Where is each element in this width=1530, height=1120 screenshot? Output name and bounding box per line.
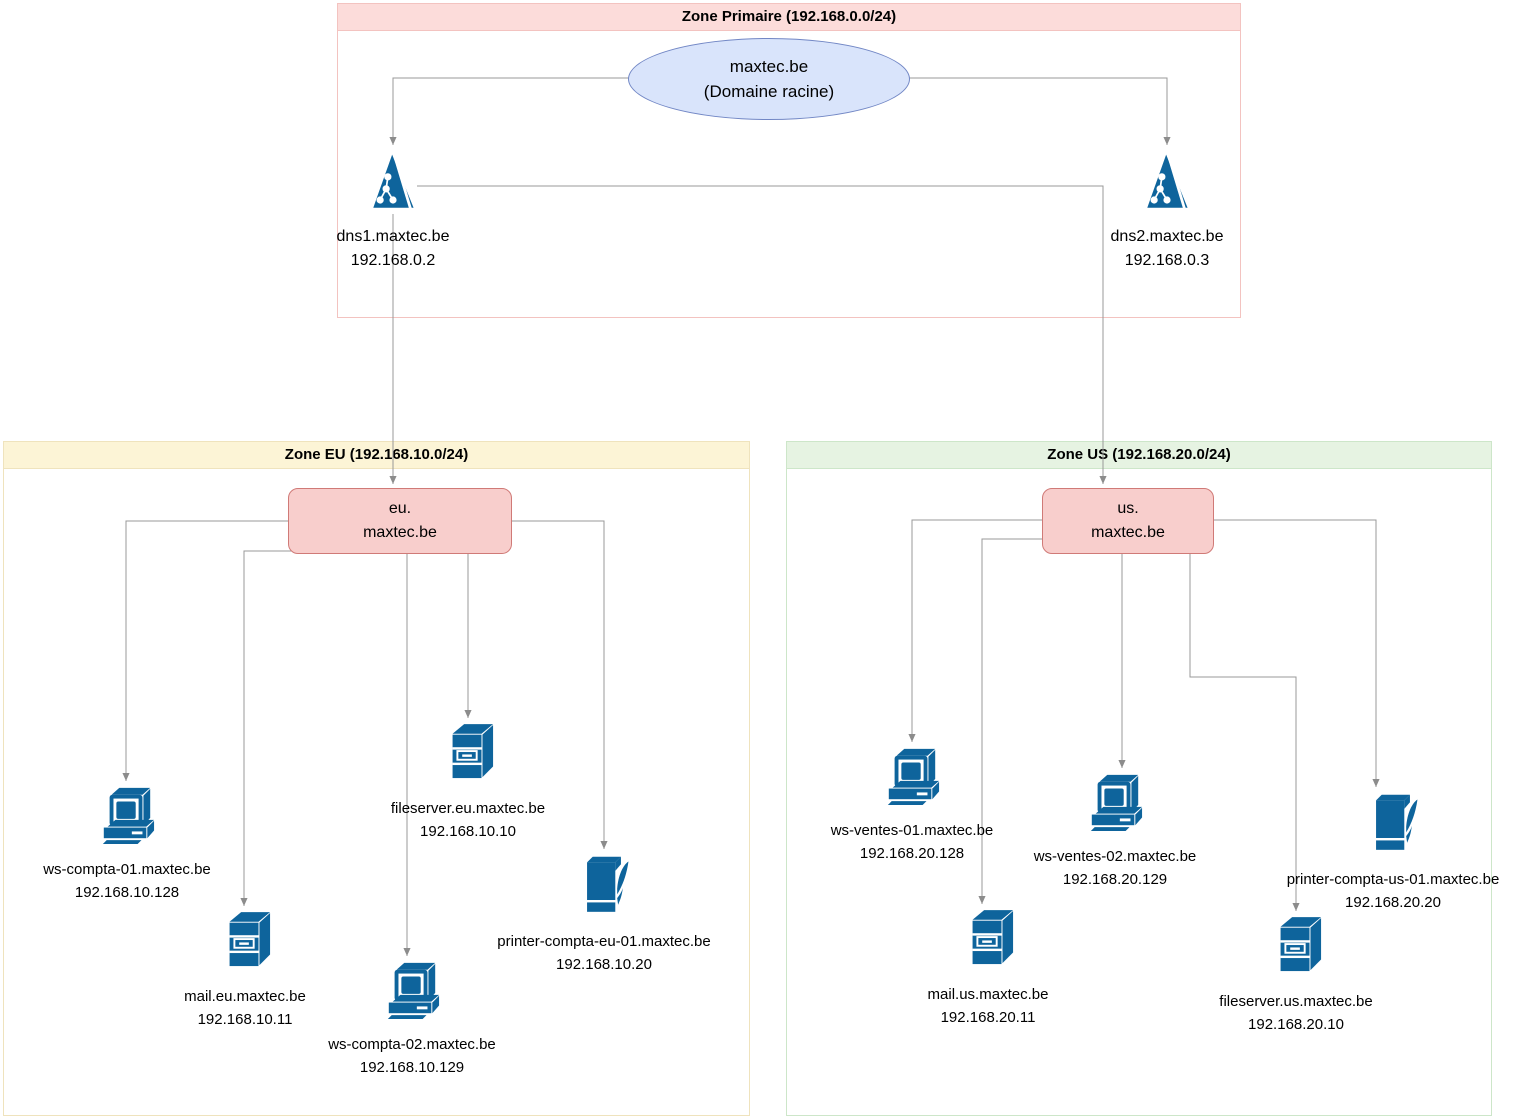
device-hostname: mail.us.maxtec.be: [927, 986, 1049, 1003]
device-node-mail-us[interactable]: mail.us.maxtec.be 192.168.20.11: [838, 908, 1138, 1029]
device-ip: 192.168.10.20: [556, 956, 652, 973]
device-node-fileserver-eu[interactable]: fileserver.eu.maxtec.be 192.168.10.10: [318, 722, 618, 843]
dns2-ip: 192.168.0.3: [1124, 252, 1210, 269]
printer-icon: [1368, 791, 1418, 855]
device-hostname: ws-ventes-01.maxtec.be: [830, 822, 994, 839]
root-domain-subtitle: (Domaine racine): [703, 82, 835, 101]
device-hostname: ws-ventes-02.maxtec.be: [1033, 848, 1197, 865]
dns1-hostname: dns1.maxtec.be: [336, 228, 450, 245]
server-icon: [961, 908, 1015, 970]
zone-primary-header: Zone Primaire (192.168.0.0/24): [338, 4, 1240, 31]
device-hostname: fileserver.us.maxtec.be: [1219, 993, 1373, 1010]
eu-subdomain-line1: eu.: [388, 500, 412, 517]
device-node-ws-ventes-02[interactable]: ws-ventes-02.maxtec.be 192.168.20.129: [965, 772, 1265, 891]
us-subdomain-node[interactable]: us. maxtec.be: [1042, 488, 1214, 554]
device-ip: 192.168.10.10: [420, 823, 516, 840]
workstation-icon: [883, 746, 941, 806]
device-ip: 192.168.20.128: [859, 845, 965, 862]
device-node-mail-eu[interactable]: mail.eu.maxtec.be 192.168.10.11: [95, 910, 395, 1031]
device-hostname: printer-compta-us-01.maxtec.be: [1286, 871, 1500, 888]
device-hostname: fileserver.eu.maxtec.be: [390, 800, 546, 817]
device-ip: 192.168.10.11: [197, 1011, 293, 1028]
device-node-ws-ventes-01[interactable]: ws-ventes-01.maxtec.be 192.168.20.128: [762, 746, 1062, 865]
printer-icon: [579, 853, 629, 917]
us-subdomain-line1: us.: [1117, 500, 1139, 517]
device-hostname: ws-compta-02.maxtec.be: [328, 1036, 496, 1053]
device-node-ws-compta-01[interactable]: ws-compta-01.maxtec.be 192.168.10.128: [0, 785, 277, 904]
eu-subdomain-node[interactable]: eu. maxtec.be: [288, 488, 512, 554]
dns1-ip: 192.168.0.2: [350, 252, 436, 269]
device-hostname: printer-compta-eu-01.maxtec.be: [497, 933, 711, 950]
device-ip: 192.168.10.129: [359, 1059, 465, 1076]
workstation-icon: [1086, 772, 1144, 832]
root-domain-node[interactable]: maxtec.be (Domaine racine): [628, 38, 910, 120]
device-node-ws-compta-02[interactable]: ws-compta-02.maxtec.be 192.168.10.129: [262, 960, 562, 1079]
dns2-hostname: dns2.maxtec.be: [1110, 228, 1224, 245]
device-node-fileserver-us[interactable]: fileserver.us.maxtec.be 192.168.20.10: [1146, 915, 1446, 1036]
dns2-node[interactable]: dns2.maxtec.be 192.168.0.3: [1057, 150, 1277, 273]
server-icon: [1269, 915, 1323, 977]
zone-eu-header: Zone EU (192.168.10.0/24): [4, 442, 749, 469]
device-node-printer-compta-eu-01[interactable]: printer-compta-eu-01.maxtec.be 192.168.1…: [454, 853, 754, 976]
device-ip: 192.168.20.20: [1345, 894, 1441, 911]
device-hostname: ws-compta-01.maxtec.be: [43, 861, 211, 878]
root-domain-name: maxtec.be: [729, 57, 809, 76]
device-ip: 192.168.10.128: [74, 884, 180, 901]
device-ip: 192.168.20.10: [1248, 1016, 1344, 1033]
us-subdomain-line2: maxtec.be: [1091, 524, 1165, 541]
eu-subdomain-line2: maxtec.be: [363, 524, 437, 541]
workstation-icon: [383, 960, 441, 1020]
workstation-icon: [98, 785, 156, 845]
server-icon: [441, 722, 495, 784]
device-ip: 192.168.20.11: [940, 1009, 1036, 1026]
zone-us-header: Zone US (192.168.20.0/24): [787, 442, 1491, 469]
dns-server-icon: [369, 150, 417, 214]
dns-server-icon: [1143, 150, 1191, 214]
dns1-node[interactable]: dns1.maxtec.be 192.168.0.2: [283, 150, 503, 273]
device-ip: 192.168.20.129: [1062, 871, 1168, 888]
device-node-printer-compta-us-01[interactable]: printer-compta-us-01.maxtec.be 192.168.2…: [1243, 791, 1530, 914]
device-hostname: mail.eu.maxtec.be: [184, 988, 306, 1005]
